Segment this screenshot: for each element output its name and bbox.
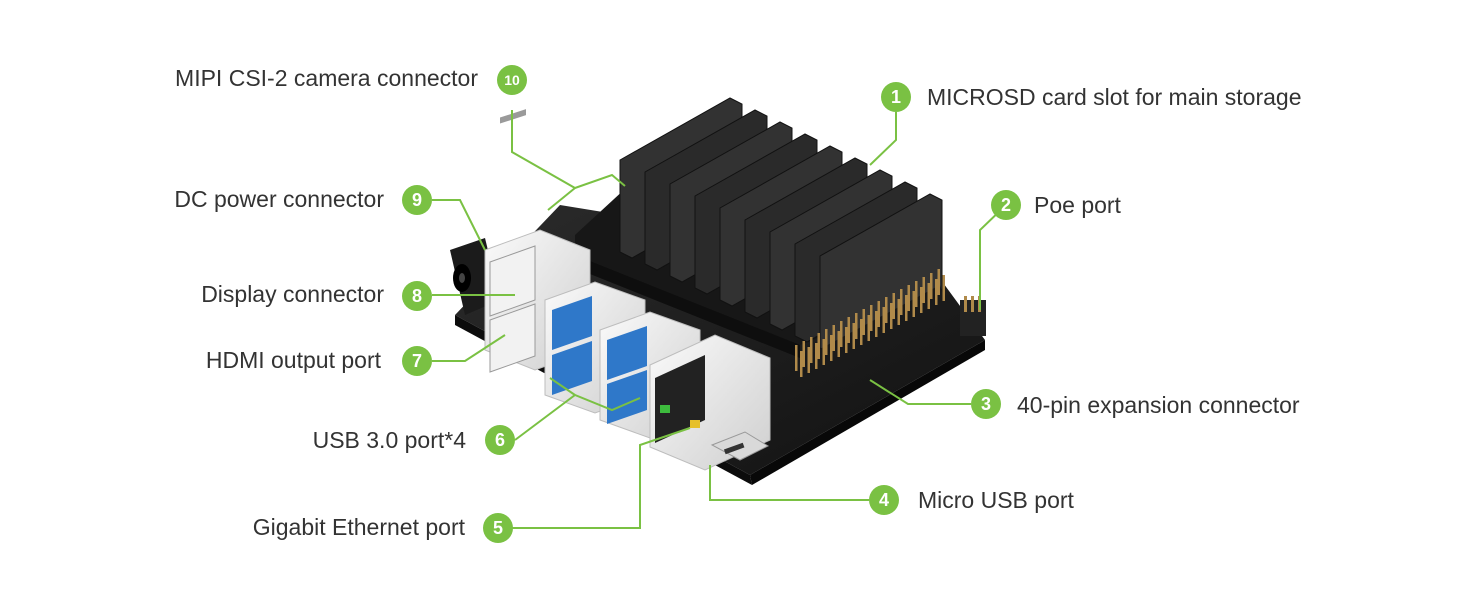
header-pin (875, 311, 878, 337)
header-pin (845, 327, 848, 353)
expansion-header (790, 269, 945, 382)
header-pin (877, 301, 880, 327)
header-pin (912, 291, 915, 317)
callout-badge-9: 9 (402, 185, 432, 215)
callout-badge-2: 2 (991, 190, 1021, 220)
callout-label-5: Gigabit Ethernet port (252, 514, 465, 540)
header-pin (890, 303, 893, 329)
header-pin (897, 299, 900, 325)
callout-badge-7: 7 (402, 346, 432, 376)
header-pin (892, 293, 895, 319)
header-pin (920, 287, 923, 313)
header-pin (810, 337, 813, 363)
callout-badge-6: 6 (485, 425, 515, 455)
leader-6 (514, 393, 641, 441)
header-pin (815, 343, 818, 369)
leader-5 (512, 427, 691, 529)
header-pin (870, 305, 873, 331)
callout-label-4: Micro USB port (918, 487, 1074, 513)
leader-2 (979, 204, 1007, 310)
header-pin (795, 345, 798, 371)
callout-label-2: Poe port (1034, 192, 1121, 218)
header-pin (930, 273, 933, 299)
leader-10b (547, 187, 576, 211)
leader-1 (869, 112, 897, 166)
leader-4 (709, 465, 869, 501)
header-pin (942, 275, 945, 301)
header-pin (937, 269, 940, 295)
header-pin (862, 309, 865, 335)
callout-badge-3: 3 (971, 389, 1001, 419)
leader-6b (549, 377, 576, 396)
callout-badge-5: 5 (483, 513, 513, 543)
callout-label-7: HDMI output port (205, 347, 381, 373)
header-pin (885, 297, 888, 323)
header-pin (825, 329, 828, 355)
header-pin (832, 325, 835, 351)
header-pin (807, 347, 810, 373)
header-pin (830, 335, 833, 361)
header-pin (905, 295, 908, 321)
header-pin (922, 277, 925, 303)
poe-header (960, 296, 986, 336)
header-pin (907, 285, 910, 311)
callout-label-8: Display connector (201, 281, 384, 307)
header-pin (882, 307, 885, 333)
callout-badge-1: 1 (881, 82, 911, 112)
header-pin (837, 331, 840, 357)
header-pin (927, 283, 930, 309)
header-pin (847, 317, 850, 343)
header-pin (852, 323, 855, 349)
callout-label-9: DC power connector (174, 186, 384, 212)
header-pin (817, 333, 820, 359)
callout-label-10: MIPI CSI-2 camera connector (175, 65, 478, 91)
header-pin (915, 281, 918, 307)
header-pin (935, 279, 938, 305)
callout-badge-10: 10 (497, 65, 527, 95)
header-pin (867, 315, 870, 341)
leader-3 (869, 379, 971, 405)
header-pin (822, 339, 825, 365)
callout-label-6: USB 3.0 port*4 (312, 427, 466, 453)
callout-label-1: MICROSD card slot for main storage (927, 84, 1302, 110)
header-pin (860, 319, 863, 345)
leader-10 (511, 110, 626, 190)
callout-label-3: 40-pin expansion connector (1017, 392, 1300, 418)
header-pin (800, 351, 803, 377)
header-pin (855, 313, 858, 339)
callout-badge-8: 8 (402, 281, 432, 311)
leader-9 (432, 199, 486, 251)
leader-7 (432, 334, 506, 362)
header-pin (840, 321, 843, 347)
micro-usb-jack (710, 431, 770, 461)
callout-badge-4: 4 (869, 485, 899, 515)
header-pin (802, 341, 805, 367)
header-pin (900, 289, 903, 315)
